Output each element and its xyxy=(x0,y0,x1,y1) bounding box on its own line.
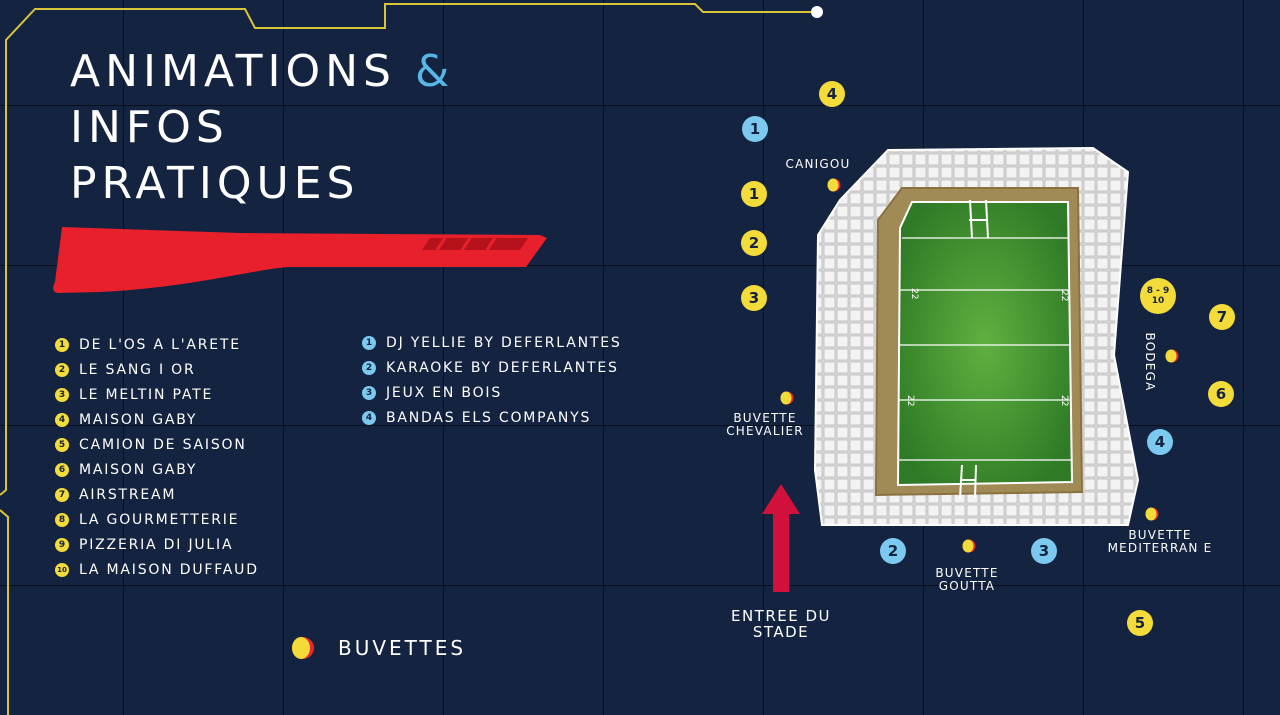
food-stands-list: 1 De l'os a l'arete 2 Le Sang i Or 3 Le Mel… xyxy=(55,332,259,583)
map-marker-yellow-1: 1 xyxy=(741,181,767,207)
label-bodega: Bodega xyxy=(1143,332,1157,392)
list-item-label: Jeux en bois xyxy=(386,384,503,401)
label-line: Buvette xyxy=(1128,528,1192,542)
list-item-label: Karaoke by Deferlantes xyxy=(386,359,619,376)
list-item-label: Camion de Saison xyxy=(79,436,247,453)
map-marker-yellow-2: 2 xyxy=(741,230,767,256)
list-item-label: Le Meltin Pate xyxy=(79,386,214,403)
stadium-map: 22 22 22 22 xyxy=(813,146,1140,526)
label-line: Buvette xyxy=(733,411,797,425)
list-item: 8 La Gourmetterie xyxy=(55,508,259,533)
red-bar-decoration xyxy=(53,227,547,293)
marker-text: 10 xyxy=(1151,296,1165,306)
marker-text: 8 - 9 xyxy=(1146,286,1170,296)
buvette-icon xyxy=(962,539,976,553)
number-badge: 9 xyxy=(55,538,69,553)
map-marker-blue-1: 1 xyxy=(742,116,768,142)
title-line3: Pratiques xyxy=(70,158,360,209)
buvette-icon xyxy=(1165,349,1179,363)
number-badge: 5 xyxy=(55,437,69,452)
buvettes-legend: Buvettes xyxy=(292,636,466,660)
number-badge: 6 xyxy=(55,463,69,478)
label-line: Goutta xyxy=(938,579,996,593)
circuit-end-dot xyxy=(811,6,823,18)
number-badge: 1 xyxy=(55,337,69,352)
list-item-label: Maison Gaby xyxy=(79,462,198,479)
list-item: 1 DJ Yellie by Deferlantes xyxy=(362,330,622,355)
list-item: 2 Karaoke by Deferlantes xyxy=(362,355,622,380)
map-marker-yellow-3: 3 xyxy=(741,285,767,311)
number-badge: 10 xyxy=(55,563,69,578)
legend-label: Buvettes xyxy=(338,636,467,660)
number-badge: 1 xyxy=(362,335,376,350)
entrance-arrow xyxy=(762,484,800,592)
entree-label: Entree du stade xyxy=(731,608,831,640)
buvette-icon xyxy=(827,178,841,192)
map-marker-yellow-5: 5 xyxy=(1127,610,1153,636)
list-item: 2 Le Sang i Or xyxy=(55,357,259,382)
field-marking: 22 xyxy=(1059,395,1069,406)
list-item-label: Airstream xyxy=(79,487,177,504)
field-marking: 22 xyxy=(905,395,915,406)
pitch-lines xyxy=(898,199,1071,499)
list-item-label: Le Sang i Or xyxy=(79,361,196,378)
label-line: Buvette xyxy=(935,566,999,580)
map-marker-yellow-8-9-10: 8 - 9 10 xyxy=(1140,278,1176,314)
map-marker-yellow-6: 6 xyxy=(1208,381,1234,407)
number-badge: 2 xyxy=(55,362,69,377)
buvette-icon xyxy=(292,637,314,659)
list-item-label: De l'os a l'arete xyxy=(79,336,241,353)
buvette-icon xyxy=(1145,507,1159,521)
list-item: 3 Jeux en bois xyxy=(362,380,622,405)
list-item: 4 Maison Gaby xyxy=(55,407,259,432)
list-item: 10 La Maison Duffaud xyxy=(55,558,259,583)
label-line: Chevalier xyxy=(726,424,804,438)
field-marking: 22 xyxy=(1059,290,1069,301)
label-buvette-goutta: Buvette Goutta xyxy=(935,567,998,593)
animations-list: 1 DJ Yellie by Deferlantes 2 Karaoke by De… xyxy=(362,330,622,430)
entree-line2: stade xyxy=(752,623,810,641)
label-buvette-chevalier: Buvette Chevalier xyxy=(726,412,804,438)
list-item: 3 Le Meltin Pate xyxy=(55,382,259,407)
list-item: 4 Bandas els Companys xyxy=(362,405,622,430)
list-item-label: Bandas els Companys xyxy=(386,409,592,426)
number-badge: 8 xyxy=(55,513,69,528)
list-item: 7 Airstream xyxy=(55,483,259,508)
label-canigou: Canigou xyxy=(785,157,851,171)
list-item-label: Pizzeria di Julia xyxy=(79,537,234,554)
map-marker-yellow-7: 7 xyxy=(1209,304,1235,330)
list-item-label: Maison Gaby xyxy=(79,411,198,428)
number-badge: 4 xyxy=(362,410,376,425)
entree-line1: Entree du xyxy=(730,607,832,625)
map-marker-blue-3: 3 xyxy=(1031,538,1057,564)
number-badge: 3 xyxy=(55,387,69,402)
number-badge: 4 xyxy=(55,412,69,427)
buvette-icon xyxy=(780,391,794,405)
map-marker-blue-4: 4 xyxy=(1147,429,1173,455)
title-ampersand: & xyxy=(414,46,455,97)
page-title: Animations & Infos Pratiques xyxy=(70,44,454,212)
list-item-label: La Maison Duffaud xyxy=(79,562,259,579)
number-badge: 7 xyxy=(55,488,69,503)
number-badge: 3 xyxy=(362,385,376,400)
title-line1: Animations xyxy=(70,46,396,97)
list-item-label: DJ Yellie by Deferlantes xyxy=(386,334,622,351)
label-buvette-mediterrane: Buvette Mediterran e xyxy=(1108,529,1213,555)
list-item: 5 Camion de Saison xyxy=(55,432,259,457)
list-item: 6 Maison Gaby xyxy=(55,457,259,482)
number-badge: 2 xyxy=(362,360,376,375)
label-line: Mediterran e xyxy=(1107,541,1213,555)
title-line2: Infos xyxy=(70,102,229,153)
map-marker-blue-2: 2 xyxy=(880,538,906,564)
list-item: 9 Pizzeria di Julia xyxy=(55,533,259,558)
field-marking: 22 xyxy=(909,288,919,299)
list-item: 1 De l'os a l'arete xyxy=(55,332,259,357)
list-item-label: La Gourmetterie xyxy=(79,512,240,529)
map-marker-yellow-4: 4 xyxy=(819,81,845,107)
pitch xyxy=(896,201,1074,487)
